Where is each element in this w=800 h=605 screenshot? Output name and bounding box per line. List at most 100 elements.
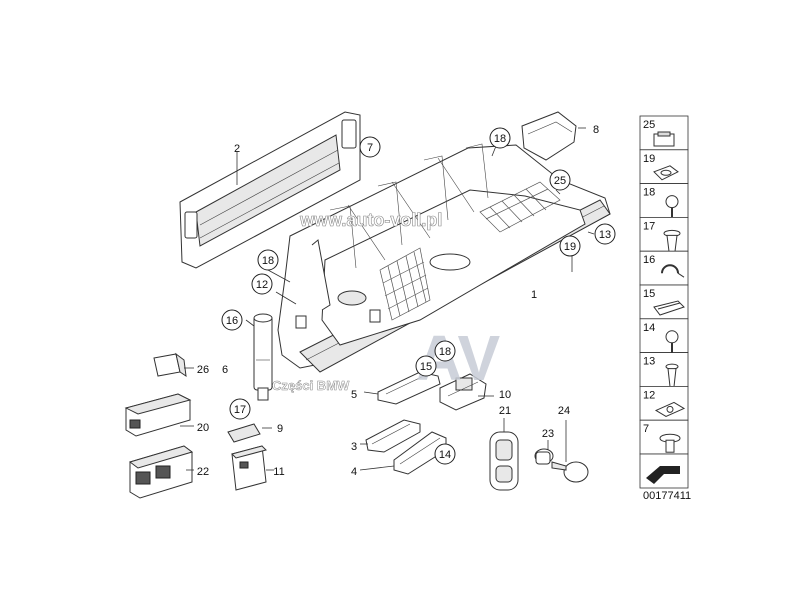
callout-label: 18 xyxy=(262,255,274,267)
callout-circle xyxy=(594,223,616,245)
damper-strut-part xyxy=(245,313,273,401)
callout-c13: 13 xyxy=(594,223,616,245)
callout-label: 4 xyxy=(351,466,357,478)
callout-label: 15 xyxy=(420,361,432,373)
callout-label: 14 xyxy=(439,449,451,461)
push-button-icon xyxy=(659,433,681,453)
callout-c17: 17 xyxy=(229,398,251,420)
circlip-icon xyxy=(661,264,685,278)
fastener-label: 19 xyxy=(643,153,655,165)
fastener-row: 14 xyxy=(639,318,689,353)
plastic-rivet-icon xyxy=(665,363,679,388)
callout-label: 2 xyxy=(234,143,240,155)
callout-c14: 14 xyxy=(434,443,456,465)
callout-label: 17 xyxy=(234,404,246,416)
callout-c10: 10 xyxy=(499,389,511,401)
callout-c15: 15 xyxy=(415,355,437,377)
callout-label: 10 xyxy=(499,389,511,401)
fastener-label: 18 xyxy=(643,187,655,199)
expanding-rivet-icon xyxy=(663,229,681,252)
callout-circle xyxy=(434,340,456,362)
callout-c8: 8 xyxy=(593,124,599,136)
callout-c6: 6 xyxy=(222,364,228,376)
callout-c7: 7 xyxy=(359,136,381,158)
fastener-row: 17 xyxy=(639,216,689,252)
callout-c9: 9 xyxy=(277,423,283,435)
fastener-row: 19 xyxy=(639,149,689,185)
key-fob-part xyxy=(489,418,519,491)
fastener-label: 17 xyxy=(643,220,655,232)
fastener-label: 16 xyxy=(643,254,655,266)
callout-c11: 11 xyxy=(273,466,284,478)
rear-panel-part xyxy=(179,111,361,269)
torx-screw-icon xyxy=(665,330,679,353)
callout-label: 23 xyxy=(542,428,554,440)
callout-label: 20 xyxy=(197,422,209,434)
callout-label: 18 xyxy=(494,133,506,145)
direction-arrow-icon xyxy=(646,466,680,484)
parts-watermark: Części BMW xyxy=(272,378,350,393)
callout-label: 25 xyxy=(554,175,566,187)
callout-c18c: 18 xyxy=(434,340,456,362)
callout-label: 11 xyxy=(273,466,284,478)
callout-c2: 2 xyxy=(234,143,240,155)
callout-c25: 25 xyxy=(549,169,571,191)
callout-circle xyxy=(434,443,456,465)
fastener-label: 7 xyxy=(643,423,649,435)
callout-c18b: 18 xyxy=(257,249,279,271)
lock-assembly-part xyxy=(439,373,494,411)
callout-circle xyxy=(257,249,279,271)
callout-label: 1 xyxy=(531,289,537,301)
switch-block-part xyxy=(128,445,194,499)
callout-label: 7 xyxy=(367,142,373,154)
callout-label: 5 xyxy=(351,389,357,401)
callout-c26: 26 xyxy=(197,364,209,376)
callout-c5: 5 xyxy=(351,389,357,401)
callout-label: 12 xyxy=(256,279,268,291)
callout-circle xyxy=(229,398,251,420)
callout-circle xyxy=(415,355,437,377)
control-module-part xyxy=(124,393,194,437)
fastener-row: 12 xyxy=(639,385,689,421)
fastener-row: 15 xyxy=(639,284,689,320)
upper-hinge-part xyxy=(360,419,421,453)
callout-label: 9 xyxy=(277,423,283,435)
callout-c12: 12 xyxy=(251,273,273,295)
clamp-icon xyxy=(653,165,679,181)
clip-icon xyxy=(653,131,675,147)
lock-cylinder-part xyxy=(534,440,554,465)
callout-c20: 20 xyxy=(197,422,209,434)
callout-label: 24 xyxy=(558,405,570,417)
callout-label: 19 xyxy=(564,241,576,253)
callout-c21: 21 xyxy=(499,405,511,417)
callout-c19: 19 xyxy=(559,235,581,257)
callout-circle xyxy=(559,235,581,257)
fastener-row: 18 xyxy=(639,183,689,218)
callout-label: 16 xyxy=(226,315,238,327)
spring-nut-icon xyxy=(653,300,685,316)
callout-c23: 23 xyxy=(542,428,554,440)
fastener-label: 13 xyxy=(643,356,655,368)
callout-label: 18 xyxy=(439,346,451,358)
fastener-row: 25 xyxy=(639,115,689,151)
callout-c1: 1 xyxy=(531,289,537,301)
callout-circle xyxy=(489,127,511,149)
fastener-row: 13 xyxy=(639,352,689,388)
callout-label: 22 xyxy=(197,466,209,478)
callout-c16: 16 xyxy=(221,309,243,331)
callout-label: 21 xyxy=(499,405,511,417)
callout-c24: 24 xyxy=(558,405,570,417)
callout-label: 8 xyxy=(593,124,599,136)
callout-c4: 4 xyxy=(351,466,357,478)
url-watermark: www.auto-voll.pl xyxy=(299,210,442,230)
diagram-number: 00177411 xyxy=(643,490,691,502)
arrow-box xyxy=(639,453,689,489)
callout-label: 6 xyxy=(222,364,228,376)
key-part xyxy=(551,420,589,483)
callout-circle xyxy=(221,309,243,331)
callout-circle xyxy=(549,169,571,191)
